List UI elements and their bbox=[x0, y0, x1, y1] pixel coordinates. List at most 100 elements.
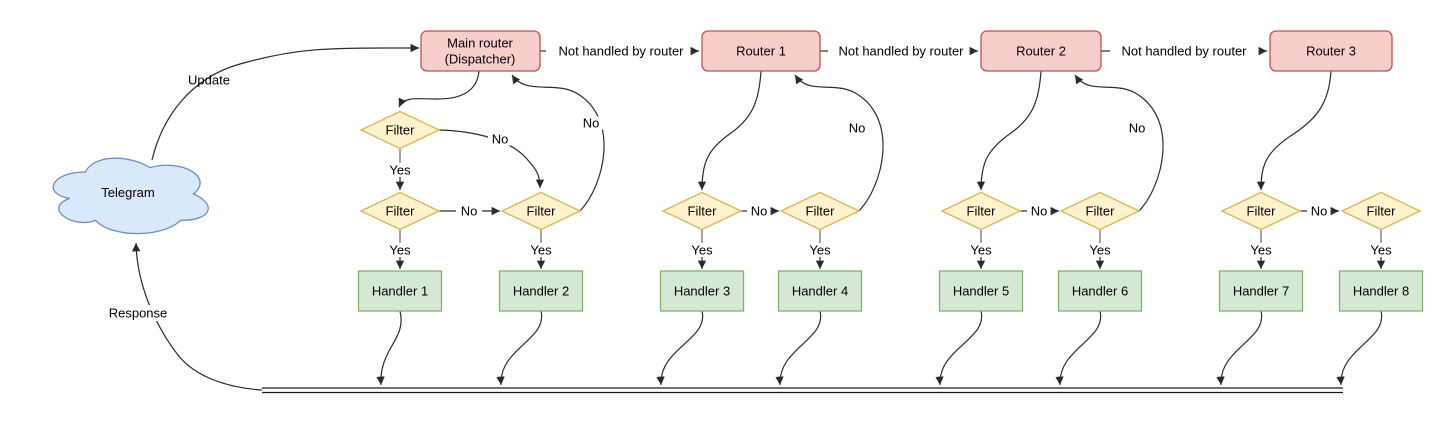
router-3-box bbox=[1269, 30, 1393, 72]
yes-label-4: Yes bbox=[809, 243, 831, 258]
filter-label: Filter bbox=[386, 123, 416, 138]
handler4-to-bus-edge bbox=[775, 310, 822, 386]
yes-label-2: Yes bbox=[530, 243, 552, 258]
filter-node-top: Filter bbox=[359, 110, 441, 150]
handler6-to-bus-edge bbox=[1055, 310, 1102, 386]
handler7-to-bus-edge bbox=[1216, 310, 1263, 386]
filter-diamond bbox=[661, 191, 743, 231]
svg-text:No: No bbox=[849, 121, 866, 136]
no-return-label-3: No bbox=[1125, 121, 1149, 136]
no-cross-label-4: No bbox=[1311, 204, 1328, 219]
handler-5-label: Handler 5 bbox=[953, 284, 1009, 299]
handler-5-node: Handler 5 bbox=[938, 270, 1024, 312]
yes-label-7: Yes bbox=[1250, 243, 1272, 258]
handler-2-box bbox=[498, 270, 584, 312]
handler2-to-bus-edge bbox=[496, 310, 543, 386]
handler5-to-bus-edge bbox=[935, 310, 983, 386]
filter-label: Filter bbox=[1086, 204, 1116, 219]
no-return-edge-router2 bbox=[1074, 74, 1164, 212]
not-handled-label-3: Not handled by router bbox=[1121, 44, 1247, 59]
filter-node-6: Filter bbox=[1059, 191, 1141, 231]
svg-text:No: No bbox=[492, 132, 509, 147]
handler-5-box bbox=[938, 270, 1024, 312]
handler-6-node: Handler 6 bbox=[1057, 270, 1143, 312]
filter-diamond bbox=[940, 191, 1022, 231]
main-router-box bbox=[420, 30, 541, 72]
router-3-node: Router 3 bbox=[1269, 30, 1393, 72]
yes-label-1: Yes bbox=[389, 243, 411, 258]
svg-text:Response: Response bbox=[109, 306, 168, 321]
filter-top-no-edge bbox=[438, 129, 545, 189]
no-cross-label-2: No bbox=[751, 204, 768, 219]
router-2-box bbox=[980, 30, 1102, 72]
filter-label: Filter bbox=[386, 204, 416, 219]
filter-node-2: Filter bbox=[500, 191, 582, 231]
not-handled-label-1: Not handled by router bbox=[558, 44, 684, 59]
no-cross-label-3: No bbox=[1031, 204, 1048, 219]
router-1-box bbox=[701, 30, 821, 72]
handler-7-box bbox=[1218, 270, 1304, 312]
update-edge bbox=[151, 43, 420, 161]
cloud-label: Telegram bbox=[101, 185, 154, 200]
router1-to-filter-edge bbox=[697, 70, 762, 191]
no-return-edge-main bbox=[511, 74, 605, 212]
not-handled-label-2: Not handled by router bbox=[838, 44, 964, 59]
handler-1-box bbox=[357, 270, 443, 312]
main-router-to-filter-edge bbox=[398, 70, 480, 108]
handler-3-node: Handler 3 bbox=[659, 270, 745, 312]
update-label: Update bbox=[188, 73, 230, 88]
filter-diamond bbox=[1059, 191, 1141, 231]
svg-text:No: No bbox=[583, 116, 600, 131]
svg-text:No: No bbox=[1129, 121, 1146, 136]
filter-label: Filter bbox=[688, 204, 718, 219]
filter-node-3: Filter bbox=[661, 191, 743, 231]
filter-diamond bbox=[779, 191, 861, 231]
handler-3-box bbox=[659, 270, 745, 312]
handler-1-label: Handler 1 bbox=[372, 284, 428, 299]
filter-node-1: Filter bbox=[359, 191, 441, 231]
filter-diamond bbox=[359, 191, 441, 231]
yes-label-top: Yes bbox=[389, 163, 411, 178]
filter-label: Filter bbox=[527, 204, 557, 219]
filter-node-4: Filter bbox=[779, 191, 861, 231]
no-cross-label-1: No bbox=[461, 204, 478, 219]
router-3-label: Router 3 bbox=[1306, 44, 1356, 59]
response-label: Response bbox=[104, 305, 172, 321]
handler-7-label: Handler 7 bbox=[1233, 284, 1289, 299]
handler8-to-bus-edge bbox=[1336, 310, 1383, 386]
router2-to-filter-edge bbox=[976, 70, 1042, 191]
handler3-to-bus-edge bbox=[656, 310, 704, 386]
yes-label-6: Yes bbox=[1089, 243, 1111, 258]
yes-label-5: Yes bbox=[970, 243, 992, 258]
no-return-label-2: No bbox=[845, 121, 869, 136]
filter-diamond bbox=[500, 191, 582, 231]
filter-label: Filter bbox=[806, 204, 836, 219]
handler-3-label: Handler 3 bbox=[674, 284, 730, 299]
handler-4-node: Handler 4 bbox=[777, 270, 863, 312]
handler-6-label: Handler 6 bbox=[1072, 284, 1128, 299]
yes-label-8: Yes bbox=[1370, 243, 1392, 258]
filter-label: Filter bbox=[1247, 204, 1277, 219]
filter-diamond bbox=[359, 110, 441, 150]
telegram-cloud-node: Telegram bbox=[52, 157, 209, 235]
router3-to-filter-edge bbox=[1256, 70, 1332, 191]
cloud-shape bbox=[52, 157, 209, 235]
no-curve-label-top: No bbox=[488, 132, 512, 147]
handler-8-box bbox=[1338, 270, 1424, 312]
main-router-label-line2: (Dispatcher) bbox=[445, 52, 516, 67]
handler-4-label: Handler 4 bbox=[792, 284, 848, 299]
main-router-label-line1: Main router bbox=[447, 36, 513, 51]
router-2-node: Router 2 bbox=[980, 30, 1102, 72]
filter-node-5: Filter bbox=[940, 191, 1022, 231]
yes-label-3: Yes bbox=[691, 243, 713, 258]
handler-1-node: Handler 1 bbox=[357, 270, 443, 312]
filter-label: Filter bbox=[1367, 204, 1397, 219]
handler-2-label: Handler 2 bbox=[513, 284, 569, 299]
filter-label: Filter bbox=[967, 204, 997, 219]
handler-8-node: Handler 8 bbox=[1338, 270, 1424, 312]
router-2-label: Router 2 bbox=[1016, 44, 1066, 59]
filter-node-7: Filter bbox=[1220, 191, 1302, 231]
filter-diamond bbox=[1220, 191, 1302, 231]
